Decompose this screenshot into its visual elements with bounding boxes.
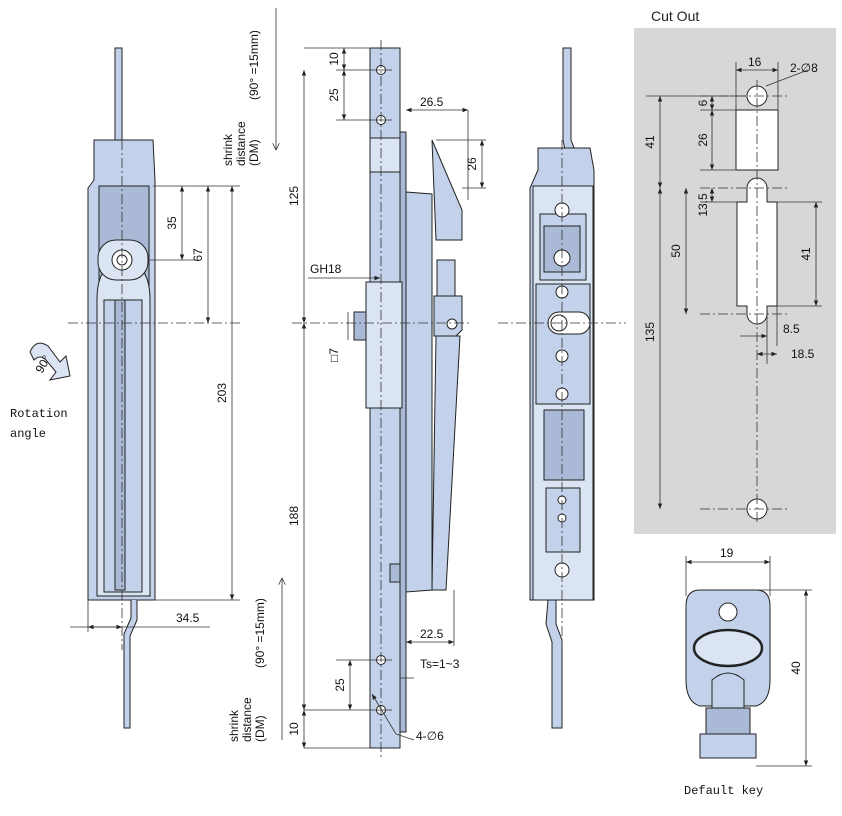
- dim-26-5: 26.5: [420, 95, 444, 109]
- svg-text:distance: distance: [240, 697, 254, 742]
- square-label: □7: [327, 348, 341, 362]
- dim-135: 135: [643, 322, 657, 342]
- dim-67: 67: [191, 248, 205, 262]
- dim-18-5: 18.5: [791, 347, 815, 361]
- svg-text:shrink: shrink: [221, 133, 235, 166]
- holes-cutout-label: 2-∅8: [790, 61, 818, 75]
- back-view: [498, 47, 626, 729]
- shrink-annotation-top: shrink distance (DM) (90° =15mm): [221, 8, 276, 166]
- svg-text:distance: distance: [234, 121, 248, 166]
- default-key: 19 40: [685, 546, 812, 767]
- cut-out-title: Cut Out: [651, 8, 699, 24]
- dim-203: 203: [215, 383, 229, 403]
- dim-10-top: 10: [327, 52, 341, 66]
- dim-125: 125: [287, 186, 301, 206]
- dim-41-top: 41: [643, 135, 657, 149]
- dim-13-5: 13.5: [696, 193, 710, 217]
- dim-26: 26: [696, 133, 710, 147]
- ts-label: Ts=1~3: [420, 657, 460, 671]
- svg-text:(90° =15mm): (90° =15mm): [247, 30, 261, 100]
- svg-text:(DM): (DM): [247, 139, 261, 166]
- dim-8-5: 8.5: [783, 322, 800, 336]
- dim-16: 16: [748, 55, 762, 69]
- dim-188: 188: [287, 506, 301, 526]
- dim-25-top: 25: [327, 88, 341, 102]
- dim-6: 6: [696, 99, 710, 106]
- svg-text:(90° =15mm): (90° =15mm): [253, 598, 267, 668]
- shrink-annotation-bottom: shrink distance (DM) (90° =15mm): [227, 578, 282, 742]
- dim-10-bottom: 10: [287, 722, 301, 736]
- svg-text:(DM): (DM): [253, 715, 267, 742]
- dim-22-5: 22.5: [420, 627, 444, 641]
- dim-41-right: 41: [799, 247, 813, 261]
- rotation-icon: 90°: [29, 342, 71, 381]
- gh-label: GH18: [310, 262, 342, 276]
- default-key-label: Default key: [684, 784, 763, 798]
- dim-40: 40: [789, 661, 803, 675]
- dim-25-bottom: 25: [333, 678, 347, 692]
- dim-19: 19: [720, 546, 734, 560]
- holes-side-label: 4-∅6: [416, 729, 444, 743]
- dim-35: 35: [165, 216, 179, 230]
- dim-34-5: 34.5: [176, 611, 200, 625]
- dim-26: 26: [465, 157, 479, 171]
- rotation-label-1: Rotation: [10, 407, 68, 421]
- front-view: 35 67 203 34.5: [68, 47, 242, 729]
- side-view: 10 25 125 188 25 10 26.5 26 22.5 GH18 □7…: [287, 40, 486, 760]
- cut-out-panel: 16 2-∅8 6 26 41 13.5 50 41 135 8.5 18.5: [634, 28, 836, 534]
- dim-50: 50: [669, 244, 683, 258]
- svg-text:shrink: shrink: [227, 709, 241, 742]
- rotation-label-2: angle: [10, 427, 46, 441]
